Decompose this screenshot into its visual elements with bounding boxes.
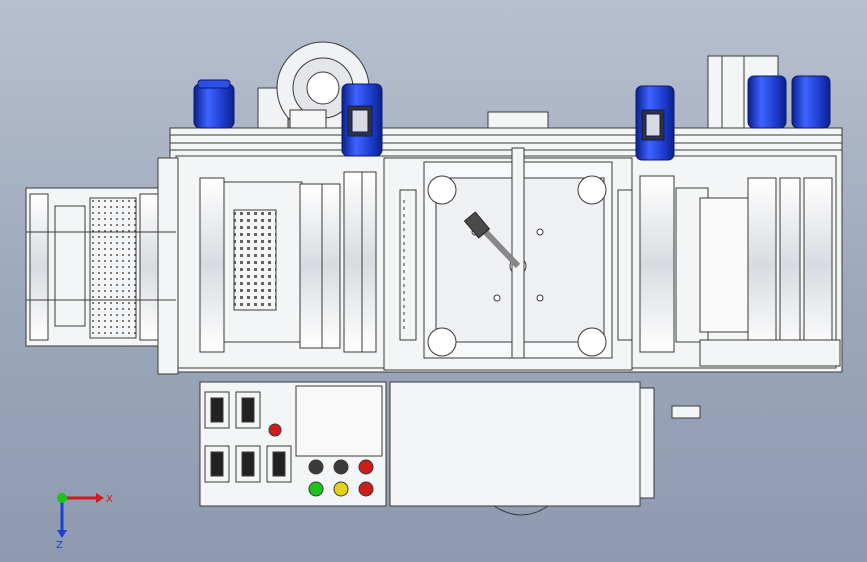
- x-axis-label: X: [106, 494, 113, 505]
- roller-set-right: [639, 175, 841, 367]
- control-panel: [199, 381, 387, 507]
- motor-2: [341, 83, 383, 157]
- roller-set-left: [199, 171, 377, 353]
- infeed-conveyor: [25, 157, 179, 375]
- motor-5: [791, 75, 831, 129]
- motor-1: [193, 79, 235, 129]
- pivot-arm: [463, 211, 521, 269]
- motor-4: [747, 75, 787, 129]
- motor-3: [635, 85, 675, 161]
- axis-triad: X Z: [56, 493, 113, 551]
- perforated-plate: [221, 181, 303, 343]
- center-plate-assembly: [383, 147, 633, 371]
- lower-cabinet: [389, 381, 701, 516]
- z-axis-label: Z: [56, 540, 63, 551]
